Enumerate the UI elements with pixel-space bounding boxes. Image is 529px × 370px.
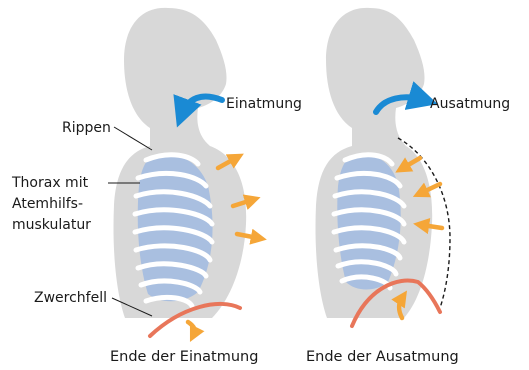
label-thorax-line1: Thorax mit — [11, 175, 89, 191]
leader-rippen — [114, 127, 152, 150]
diaphragm-down-arrow — [188, 322, 195, 334]
inhalation-figure — [113, 8, 258, 336]
contraction-arrow — [422, 225, 442, 228]
label-ausatmung: Ausatmung — [430, 96, 510, 112]
caption-right: Ende der Ausatmung — [306, 349, 459, 365]
label-thorax-line3: muskulatur — [12, 217, 91, 233]
label-zwerchfell: Zwerchfell — [34, 290, 107, 306]
label-rippen: Rippen — [62, 120, 111, 136]
exhalation-figure — [315, 8, 450, 326]
label-thorax-line2: Atemhilfs- — [12, 196, 83, 212]
caption-left: Ende der Einatmung — [110, 349, 258, 365]
label-einatmung: Einatmung — [226, 96, 302, 112]
